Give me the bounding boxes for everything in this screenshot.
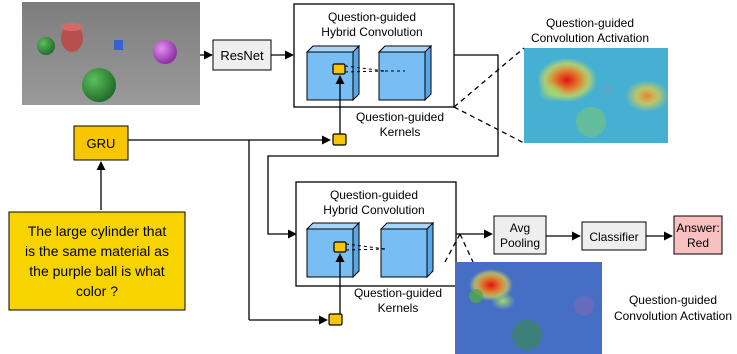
- bottom-activation-heatmap: [455, 262, 602, 354]
- answer-line1: Answer:: [676, 221, 719, 235]
- bottom-conv-kernel-in-cube: [333, 241, 347, 253]
- top-conv-kernel-in-cube: [332, 63, 346, 75]
- top-block-title-line2: Hybrid Convolution: [321, 25, 422, 39]
- avg-pooling-module: Avg Pooling: [493, 215, 547, 255]
- bottom-kernel: [328, 313, 343, 326]
- resnet-label: ResNet: [220, 48, 264, 63]
- top-feature-cube-1: [305, 44, 361, 102]
- gru-module: GRU: [73, 125, 129, 161]
- classifier-label: Classifier: [589, 230, 638, 244]
- bottom-feature-cube-2: [379, 221, 435, 279]
- top-kernels-label-line1: Question-guided: [356, 110, 444, 124]
- top-activation-label-line1: Question-guided: [546, 16, 634, 30]
- avg-pooling-line1: Avg: [510, 221, 530, 235]
- bottom-kernels-label-line1: Question-guided: [354, 286, 442, 300]
- question-line-1: The large cylinder that: [28, 223, 167, 239]
- question-box: The large cylinder that is the same mate…: [8, 211, 186, 311]
- question-line-2: is the same material as: [25, 243, 169, 259]
- bottom-feature-cube-1: [305, 221, 361, 279]
- gru-label: GRU: [87, 136, 116, 151]
- top-kernel: [332, 133, 347, 146]
- bottom-block-title-line1: Question-guided: [330, 188, 418, 202]
- input-scene-image: [22, 2, 200, 105]
- top-block-title-line1: Question-guided: [328, 10, 416, 24]
- bottom-block-title-line2: Hybrid Convolution: [323, 203, 424, 217]
- question-line-4: color ?: [76, 283, 118, 299]
- answer-box: Answer: Red: [673, 215, 723, 255]
- top-hybrid-conv-block: Question-guided Hybrid Convolution: [293, 3, 455, 108]
- bottom-activation-label-line1: Question-guided: [629, 293, 717, 307]
- bottom-activation-label-line2: Convolution Activation: [614, 309, 732, 323]
- top-kernels-label-line2: Kernels: [380, 125, 421, 139]
- answer-line2: Red: [687, 236, 709, 250]
- top-activation-label-line2: Convolution Activation: [531, 31, 649, 45]
- top-activation-heatmap: [524, 48, 669, 143]
- top-feature-cube-2: [377, 44, 433, 102]
- resnet-module: ResNet: [212, 39, 272, 71]
- bottom-kernels-label-line2: Kernels: [378, 301, 419, 315]
- bottom-hybrid-conv-block: Question-guided Hybrid Convolution: [295, 181, 457, 287]
- classifier-module: Classifier: [581, 221, 647, 251]
- question-line-3: the purple ball is what: [29, 263, 165, 279]
- avg-pooling-line2: Pooling: [500, 236, 540, 250]
